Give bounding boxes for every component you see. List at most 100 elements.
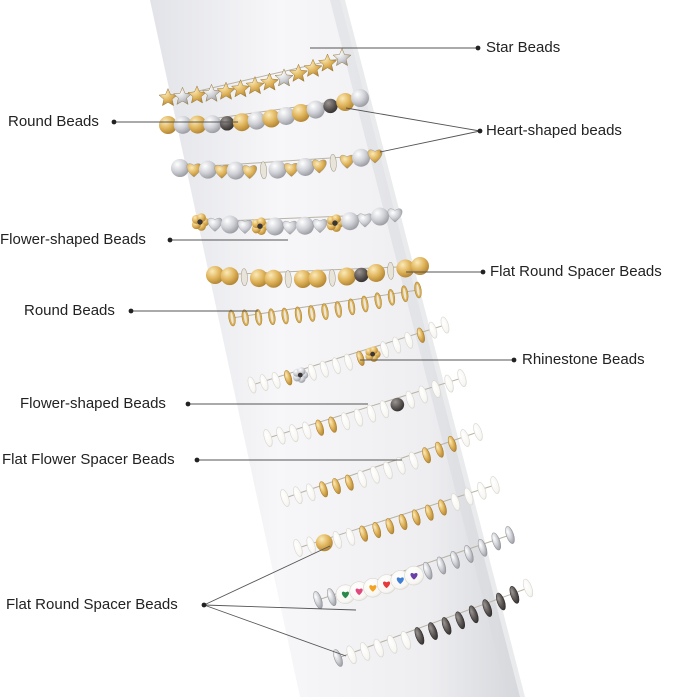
white-clay-disc (332, 531, 343, 549)
flower-center (257, 223, 263, 229)
hematite-spacer-disc (482, 599, 493, 617)
heart-bead (237, 220, 253, 234)
gold-spacer-disc (411, 509, 421, 526)
hematite-spacer-disc (455, 611, 465, 630)
rhinestone-sparkle (389, 291, 394, 304)
leader-dot (185, 401, 191, 407)
leader-line (345, 107, 481, 132)
white-clay-disc (276, 426, 286, 445)
flower-center (370, 351, 376, 357)
silver-round-bead (198, 160, 217, 179)
gold-spacer-disc (438, 499, 447, 516)
bracelet-string (284, 431, 479, 499)
star-bead (245, 75, 265, 95)
white-clay-disc (305, 483, 316, 502)
colored-heart-icon (341, 591, 349, 599)
rhinestone-sparkle (283, 310, 287, 322)
rhinestone-sparkle (376, 294, 380, 307)
white-clay-disc (263, 429, 273, 447)
silver-spacer-disc (477, 538, 488, 557)
gold-round-bead (264, 269, 283, 288)
leader-lines (111, 45, 517, 657)
flower-center (297, 372, 303, 378)
heart-bead (367, 149, 383, 164)
rhinestone-sparkle (416, 284, 420, 296)
gold-round-bead (293, 270, 312, 289)
star-bead (230, 79, 251, 98)
gold-spacer-disc (315, 419, 325, 436)
white-clay-disc (307, 363, 317, 381)
hematite-round-bead (390, 397, 405, 412)
bracelet-star (158, 47, 352, 107)
bracelet-round-heart (159, 89, 369, 134)
gold-round-bead (220, 267, 239, 286)
callout-flat-round-spacer-beads-lower (201, 545, 357, 657)
rhinestone-sparkle (230, 312, 234, 324)
flower-center (197, 219, 203, 225)
colored-heart-icon (396, 577, 404, 585)
white-clay-disc (357, 470, 367, 488)
white-clay-disc (293, 539, 303, 557)
hematite-spacer-disc (468, 605, 479, 624)
heart-letter-bead (404, 565, 424, 586)
white-clay-disc (387, 635, 398, 654)
white-clay-disc (404, 331, 414, 349)
leader-dot (475, 45, 481, 51)
star-bead (303, 58, 323, 77)
gold-round-bead (291, 103, 310, 122)
star-bead (332, 47, 352, 67)
rhinestone-spacer (240, 268, 248, 287)
rhinestone-spacer (284, 270, 292, 288)
colored-heart-icon (383, 581, 391, 589)
white-clay-disc (405, 390, 415, 409)
silver-round-bead (341, 212, 359, 231)
hematite-round-bead (219, 116, 235, 131)
gold-spacer-disc (359, 525, 368, 542)
star-bead (259, 72, 280, 91)
colored-heart-icon (369, 585, 377, 592)
gold-round-bead (188, 115, 207, 134)
leader-dot (480, 269, 486, 275)
leader-line (379, 130, 481, 153)
rhinestone-sparkle (243, 311, 247, 324)
gold-round-bead (159, 116, 177, 134)
bracelet-heart-letter (313, 526, 515, 609)
silver-round-bead (266, 217, 284, 236)
white-clay-disc (392, 336, 402, 354)
leader-line (203, 604, 357, 611)
star-bead (216, 81, 236, 100)
silver-round-bead (296, 216, 314, 235)
white-clay-disc (400, 631, 411, 650)
silver-round-bead (351, 89, 369, 107)
white-clay-disc (366, 404, 377, 423)
hematite-spacer-disc (414, 627, 425, 645)
gold-round-bead (337, 267, 356, 286)
white-clay-disc (320, 360, 329, 378)
white-clay-disc (477, 481, 487, 500)
white-clay-disc (457, 369, 467, 387)
silver-round-bead (268, 160, 287, 179)
silver-round-bead (306, 100, 325, 119)
silver-round-bead (171, 159, 189, 177)
heart-bead (311, 159, 327, 174)
bracelet-stack (158, 47, 534, 667)
bracelet-flower-heart (191, 207, 403, 236)
rhinestone-spacer (329, 154, 337, 172)
heart-bead (242, 165, 257, 180)
hematite-spacer-disc (428, 622, 438, 640)
white-clay-disc (444, 374, 454, 393)
gold-spacer-disc (344, 474, 354, 491)
colored-heart-icon (410, 572, 418, 580)
flower-center (332, 220, 338, 226)
silver-spacer-disc (422, 561, 433, 580)
leader-dot (111, 119, 117, 125)
gold-spacer-disc (372, 522, 382, 539)
gold-round-bead (308, 269, 327, 288)
hematite-spacer-disc (496, 592, 506, 611)
white-clay-disc (340, 412, 351, 431)
star-bead (317, 53, 338, 72)
gold-spacer-disc (328, 416, 337, 433)
gold-round-bead (367, 263, 386, 282)
gold-round-bead (411, 257, 429, 275)
